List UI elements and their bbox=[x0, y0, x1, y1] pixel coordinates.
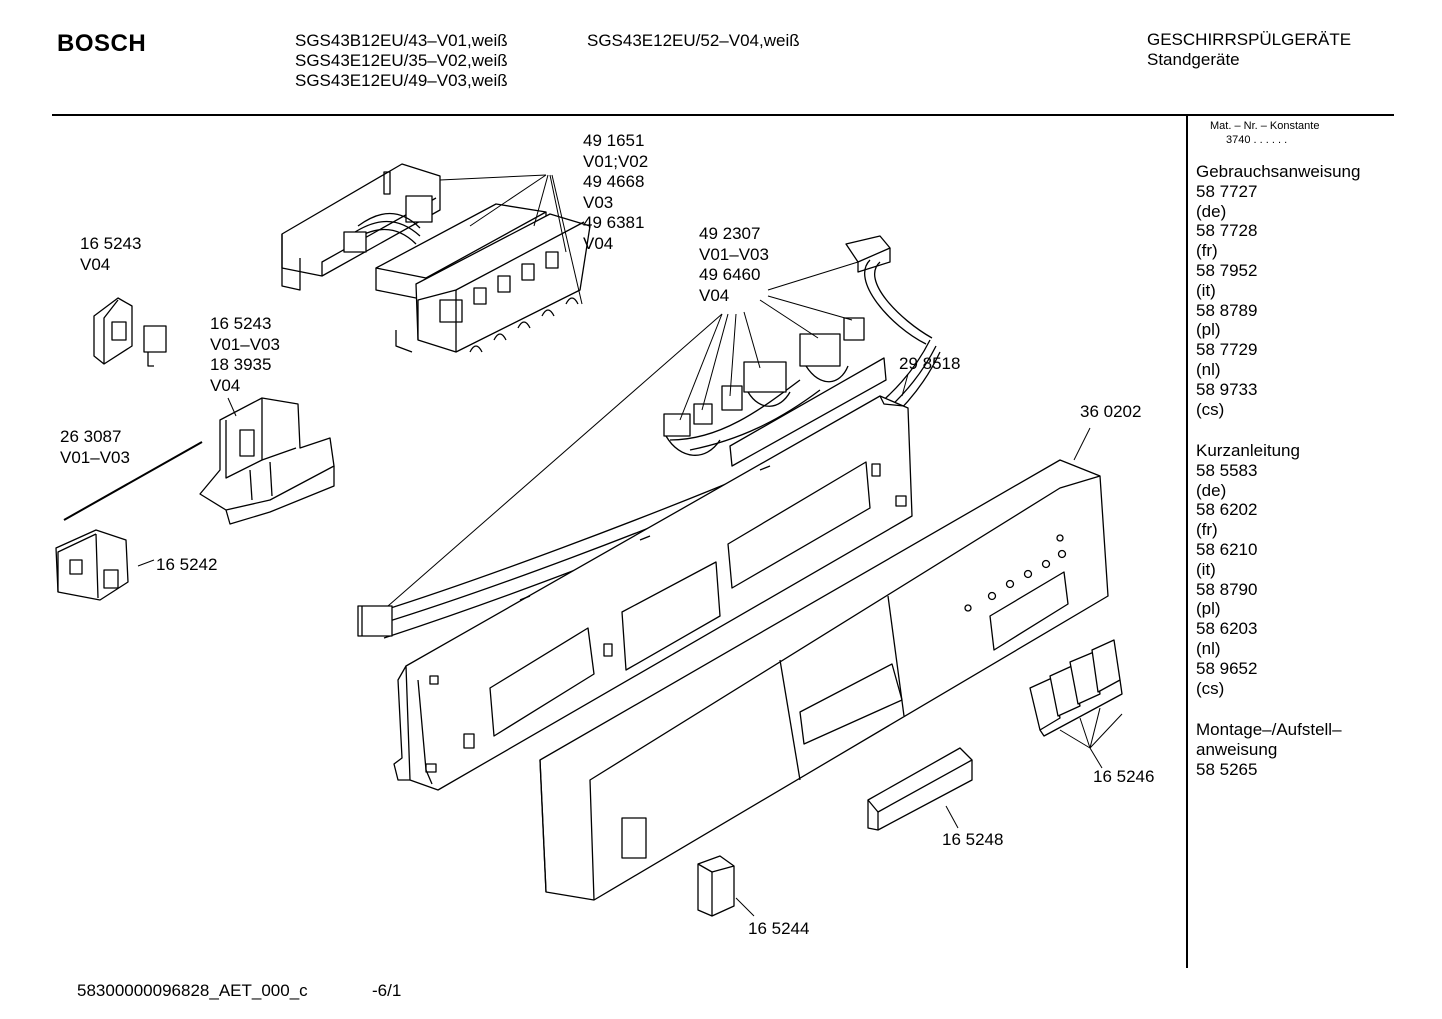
variant: V04 bbox=[699, 285, 730, 305]
doc-number: 58 7727 bbox=[1196, 181, 1258, 201]
doc-language: (fr) bbox=[1196, 520, 1218, 540]
variant: V04 bbox=[583, 233, 614, 253]
doc-language: (de) bbox=[1196, 201, 1227, 221]
part-number: 26 3087 bbox=[60, 427, 122, 446]
doc-language: (nl) bbox=[1196, 638, 1221, 658]
section-title: Gebrauchsanweisung bbox=[1196, 162, 1361, 181]
callout-door-lock-top: 16 5243 V04 bbox=[80, 234, 141, 275]
callout-cable-harness: 49 2307 V01–V03 49 6460 V04 bbox=[699, 224, 769, 306]
category-block: GESCHIRRSPÜLGERÄTE Standgeräte bbox=[1147, 30, 1351, 70]
control-panel-frame-drawing bbox=[393, 357, 913, 791]
bowden-cable-drawing bbox=[63, 441, 203, 521]
doc-language: (pl) bbox=[1196, 599, 1221, 619]
part-number: 18 3935 bbox=[210, 355, 272, 374]
knob-drawing bbox=[697, 855, 735, 917]
doc-language: (it) bbox=[1196, 280, 1216, 300]
doc-language: (it) bbox=[1196, 559, 1216, 579]
section-title: Kurzanleitung bbox=[1196, 441, 1300, 460]
mat-constant: 3740 . . . . . . bbox=[1226, 134, 1288, 146]
callout-bowden-cable: 26 3087 V01–V03 bbox=[60, 427, 130, 468]
category-subtitle: Standgeräte bbox=[1147, 50, 1240, 69]
doc-number: 58 8790 bbox=[1196, 579, 1258, 599]
header-divider bbox=[52, 114, 1394, 116]
variant: V01;V02 bbox=[583, 151, 649, 171]
doc-number: 58 5583 bbox=[1196, 460, 1258, 480]
part-number: 29 8518 bbox=[899, 354, 961, 373]
sidebar-section-manual: Gebrauchsanweisung 58 7727 (de) 58 7728 … bbox=[1196, 162, 1360, 419]
callout-handle-cap: 16 5248 bbox=[942, 830, 1003, 851]
callout-knob: 16 5244 bbox=[748, 919, 809, 940]
part-number: 16 5246 bbox=[1093, 767, 1155, 786]
handle-cap-drawing bbox=[867, 747, 973, 831]
section-title-cont: anweisung bbox=[1196, 739, 1278, 759]
variant: V03 bbox=[583, 192, 614, 212]
callout-electronic-module: 49 1651 V01;V02 49 4668 V03 49 6381 V04 bbox=[583, 131, 648, 254]
doc-number: 58 6202 bbox=[1196, 500, 1258, 520]
page-number: -6/1 bbox=[372, 981, 402, 1000]
brand-logo: BOSCH bbox=[57, 30, 147, 57]
variant: V01–V03 bbox=[210, 334, 280, 354]
part-number: 16 5248 bbox=[942, 830, 1004, 849]
section-title: Montage–/Aufstell– bbox=[1196, 720, 1342, 739]
doc-language: (pl) bbox=[1196, 320, 1221, 340]
leader-lines bbox=[137, 174, 1123, 917]
callout-control-panel-frame: 29 8518 bbox=[899, 354, 960, 375]
variant: V04 bbox=[210, 375, 241, 395]
part-number: 49 2307 bbox=[699, 224, 761, 243]
part-number: 49 6381 bbox=[583, 213, 645, 232]
category-title: GESCHIRRSPÜLGERÄTE bbox=[1147, 30, 1352, 49]
sidebar-section-installation: Montage–/Aufstell– anweisung 58 5265 bbox=[1196, 720, 1342, 779]
electronic-module-drawing bbox=[281, 163, 591, 353]
model-list-2: SGS43E12EU/52–V04,weiß bbox=[587, 31, 800, 51]
part-number: 49 1651 bbox=[583, 131, 645, 150]
doc-number: 58 8789 bbox=[1196, 300, 1258, 320]
door-lock-mid-drawing bbox=[199, 397, 335, 525]
model-line: SGS43E12EU/35–V02,weiß bbox=[295, 51, 508, 70]
doc-language: (cs) bbox=[1196, 399, 1225, 419]
model-line: SGS43E12EU/49–V03,weiß bbox=[295, 71, 508, 90]
model-list-1: SGS43B12EU/43–V01,weiß SGS43E12EU/35–V02… bbox=[295, 31, 508, 91]
part-number: 49 4668 bbox=[583, 172, 645, 191]
switch-drawing bbox=[55, 529, 129, 601]
doc-number: 58 7952 bbox=[1196, 260, 1258, 280]
sidebar-section-quickguide: Kurzanleitung 58 5583 (de) 58 6202 (fr) … bbox=[1196, 441, 1300, 698]
part-number: 16 5243 bbox=[210, 314, 272, 333]
doc-language: (fr) bbox=[1196, 241, 1218, 261]
doc-number: 58 6210 bbox=[1196, 539, 1258, 559]
doc-number: 58 5265 bbox=[1196, 759, 1258, 779]
callout-panel-cover: 36 0202 bbox=[1080, 402, 1141, 423]
part-number: 16 5244 bbox=[748, 919, 810, 938]
part-number: 16 5243 bbox=[80, 234, 142, 253]
doc-number: 58 7729 bbox=[1196, 340, 1258, 360]
sidebar-divider bbox=[1186, 116, 1188, 968]
doc-number: 58 9652 bbox=[1196, 658, 1258, 678]
callout-switch: 16 5242 bbox=[156, 555, 217, 576]
doc-number: 58 7728 bbox=[1196, 221, 1258, 241]
variant: V01–V03 bbox=[60, 447, 130, 467]
model-line: SGS43B12EU/43–V01,weiß bbox=[295, 31, 508, 50]
door-lock-top-drawing bbox=[93, 297, 167, 367]
doc-language: (de) bbox=[1196, 480, 1227, 500]
callout-push-buttons: 16 5246 bbox=[1093, 767, 1154, 788]
part-number: 49 6460 bbox=[699, 265, 761, 284]
mat-label: Mat. – Nr. – Konstante bbox=[1210, 120, 1320, 132]
doc-number: 58 9733 bbox=[1196, 379, 1258, 399]
doc-language: (nl) bbox=[1196, 359, 1221, 379]
document-id: 58300000096828_AET_000_c bbox=[77, 981, 308, 1000]
callout-door-lock-mid: 16 5243 V01–V03 18 3935 V04 bbox=[210, 314, 280, 396]
part-number: 16 5242 bbox=[156, 555, 218, 574]
variant: V01–V03 bbox=[699, 244, 769, 264]
panel-cover-drawing bbox=[539, 459, 1109, 901]
model-line: SGS43E12EU/52–V04,weiß bbox=[587, 31, 800, 50]
doc-number: 58 6203 bbox=[1196, 619, 1258, 639]
doc-language: (cs) bbox=[1196, 678, 1225, 698]
push-buttons-drawing bbox=[1029, 639, 1123, 737]
part-number: 36 0202 bbox=[1080, 402, 1142, 421]
variant: V04 bbox=[80, 254, 111, 274]
